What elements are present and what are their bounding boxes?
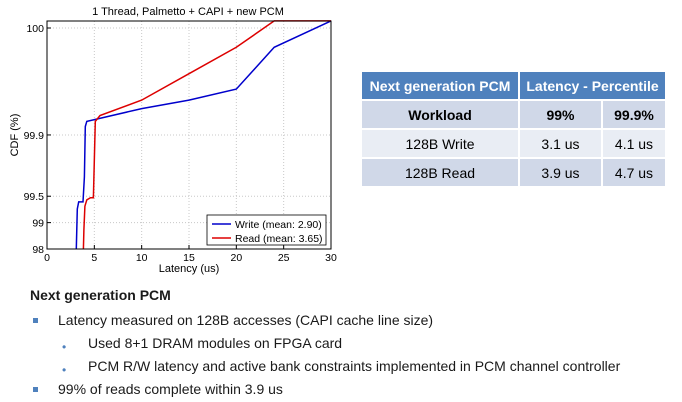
- table-cell: 99%: [520, 101, 601, 128]
- x-tick-label: 25: [278, 252, 290, 264]
- legend-box: [206, 214, 327, 246]
- legend-label-read: Read (mean: 3.65): [235, 233, 323, 245]
- y-tick-label: 99: [32, 218, 44, 230]
- y-tick-label: 100: [26, 23, 44, 35]
- chart-grid: [47, 21, 331, 249]
- table-cell: 4.7 us: [603, 159, 665, 186]
- latency-table: Next generation PCM Latency - Percentile…: [360, 70, 667, 188]
- x-tick-label: 30: [325, 252, 337, 264]
- dot-bullet-icon: •: [62, 363, 67, 377]
- x-tick-label: 15: [183, 252, 195, 264]
- table-header-cell: Next generation PCM: [362, 72, 518, 99]
- x-axis-label: Latency (us): [159, 263, 220, 275]
- y-tick-label: 99.5: [24, 191, 45, 203]
- square-bullet-icon: [33, 318, 38, 323]
- table-cell: 4.1 us: [603, 130, 665, 157]
- chart-title: 1 Thread, Palmetto + CAPI + new PCM: [92, 6, 284, 18]
- table-header-row: Next generation PCM Latency - Percentile: [362, 72, 665, 99]
- table-cell: 128B Write: [362, 130, 518, 157]
- chart-legend: Write (mean: 2.90) Read (mean: 3.65): [206, 214, 327, 246]
- list-item-text: Used 8+1 DRAM modules on FPGA card: [88, 335, 343, 351]
- legend-label-write: Write (mean: 2.90): [235, 219, 322, 231]
- dot-bullet-icon: •: [62, 340, 67, 354]
- bullet-list: Next generation PCM Latency measured on …: [30, 287, 680, 401]
- series-line-write: [75, 20, 332, 250]
- cdf-chart: 1 Thread, Palmetto + CAPI + new PCM 0 5 10…: [9, 6, 337, 275]
- bullet-heading: Next generation PCM: [30, 287, 171, 303]
- list-item: • PCM R/W latency and active bank constra…: [30, 355, 680, 378]
- y-axis-label: CDF (%): [9, 114, 21, 157]
- x-tick-label: 10: [136, 252, 148, 264]
- chart-series: [75, 20, 332, 250]
- x-tick-label: 0: [44, 252, 50, 264]
- table-cell: Workload: [362, 101, 518, 128]
- series-line-read: [82, 20, 331, 250]
- x-tick-label: 20: [230, 252, 242, 264]
- y-tick-label: 98: [32, 244, 44, 256]
- table-header-cell: Latency - Percentile: [520, 72, 665, 99]
- list-item-text: PCM R/W latency and active bank constrai…: [88, 358, 621, 374]
- square-bullet-icon: [33, 387, 38, 392]
- list-item: • Used 8+1 DRAM modules on FPGA card: [30, 332, 680, 355]
- x-tick-label: 5: [91, 252, 97, 264]
- list-item-text: Latency measured on 128B accesses (CAPI …: [58, 312, 434, 328]
- y-tick-label: 99.9: [24, 130, 45, 142]
- chart-ticks: 0 5 10 15 20 25 30 100 99.9 99.5 99 98: [24, 23, 337, 264]
- list-item-text: 99% of reads complete within 3.9 us: [58, 381, 283, 397]
- list-item: 99% of reads complete within 3.9 us: [30, 378, 680, 401]
- table-cell: 128B Read: [362, 159, 518, 186]
- table-row: Workload 99% 99.9%: [362, 101, 665, 128]
- table-cell: 3.1 us: [520, 130, 601, 157]
- table-row: 128B Write 3.1 us 4.1 us: [362, 130, 665, 157]
- table-row: 128B Read 3.9 us 4.7 us: [362, 159, 665, 186]
- list-item: Latency measured on 128B accesses (CAPI …: [30, 309, 680, 332]
- table-cell: 3.9 us: [520, 159, 601, 186]
- table-cell: 99.9%: [603, 101, 665, 128]
